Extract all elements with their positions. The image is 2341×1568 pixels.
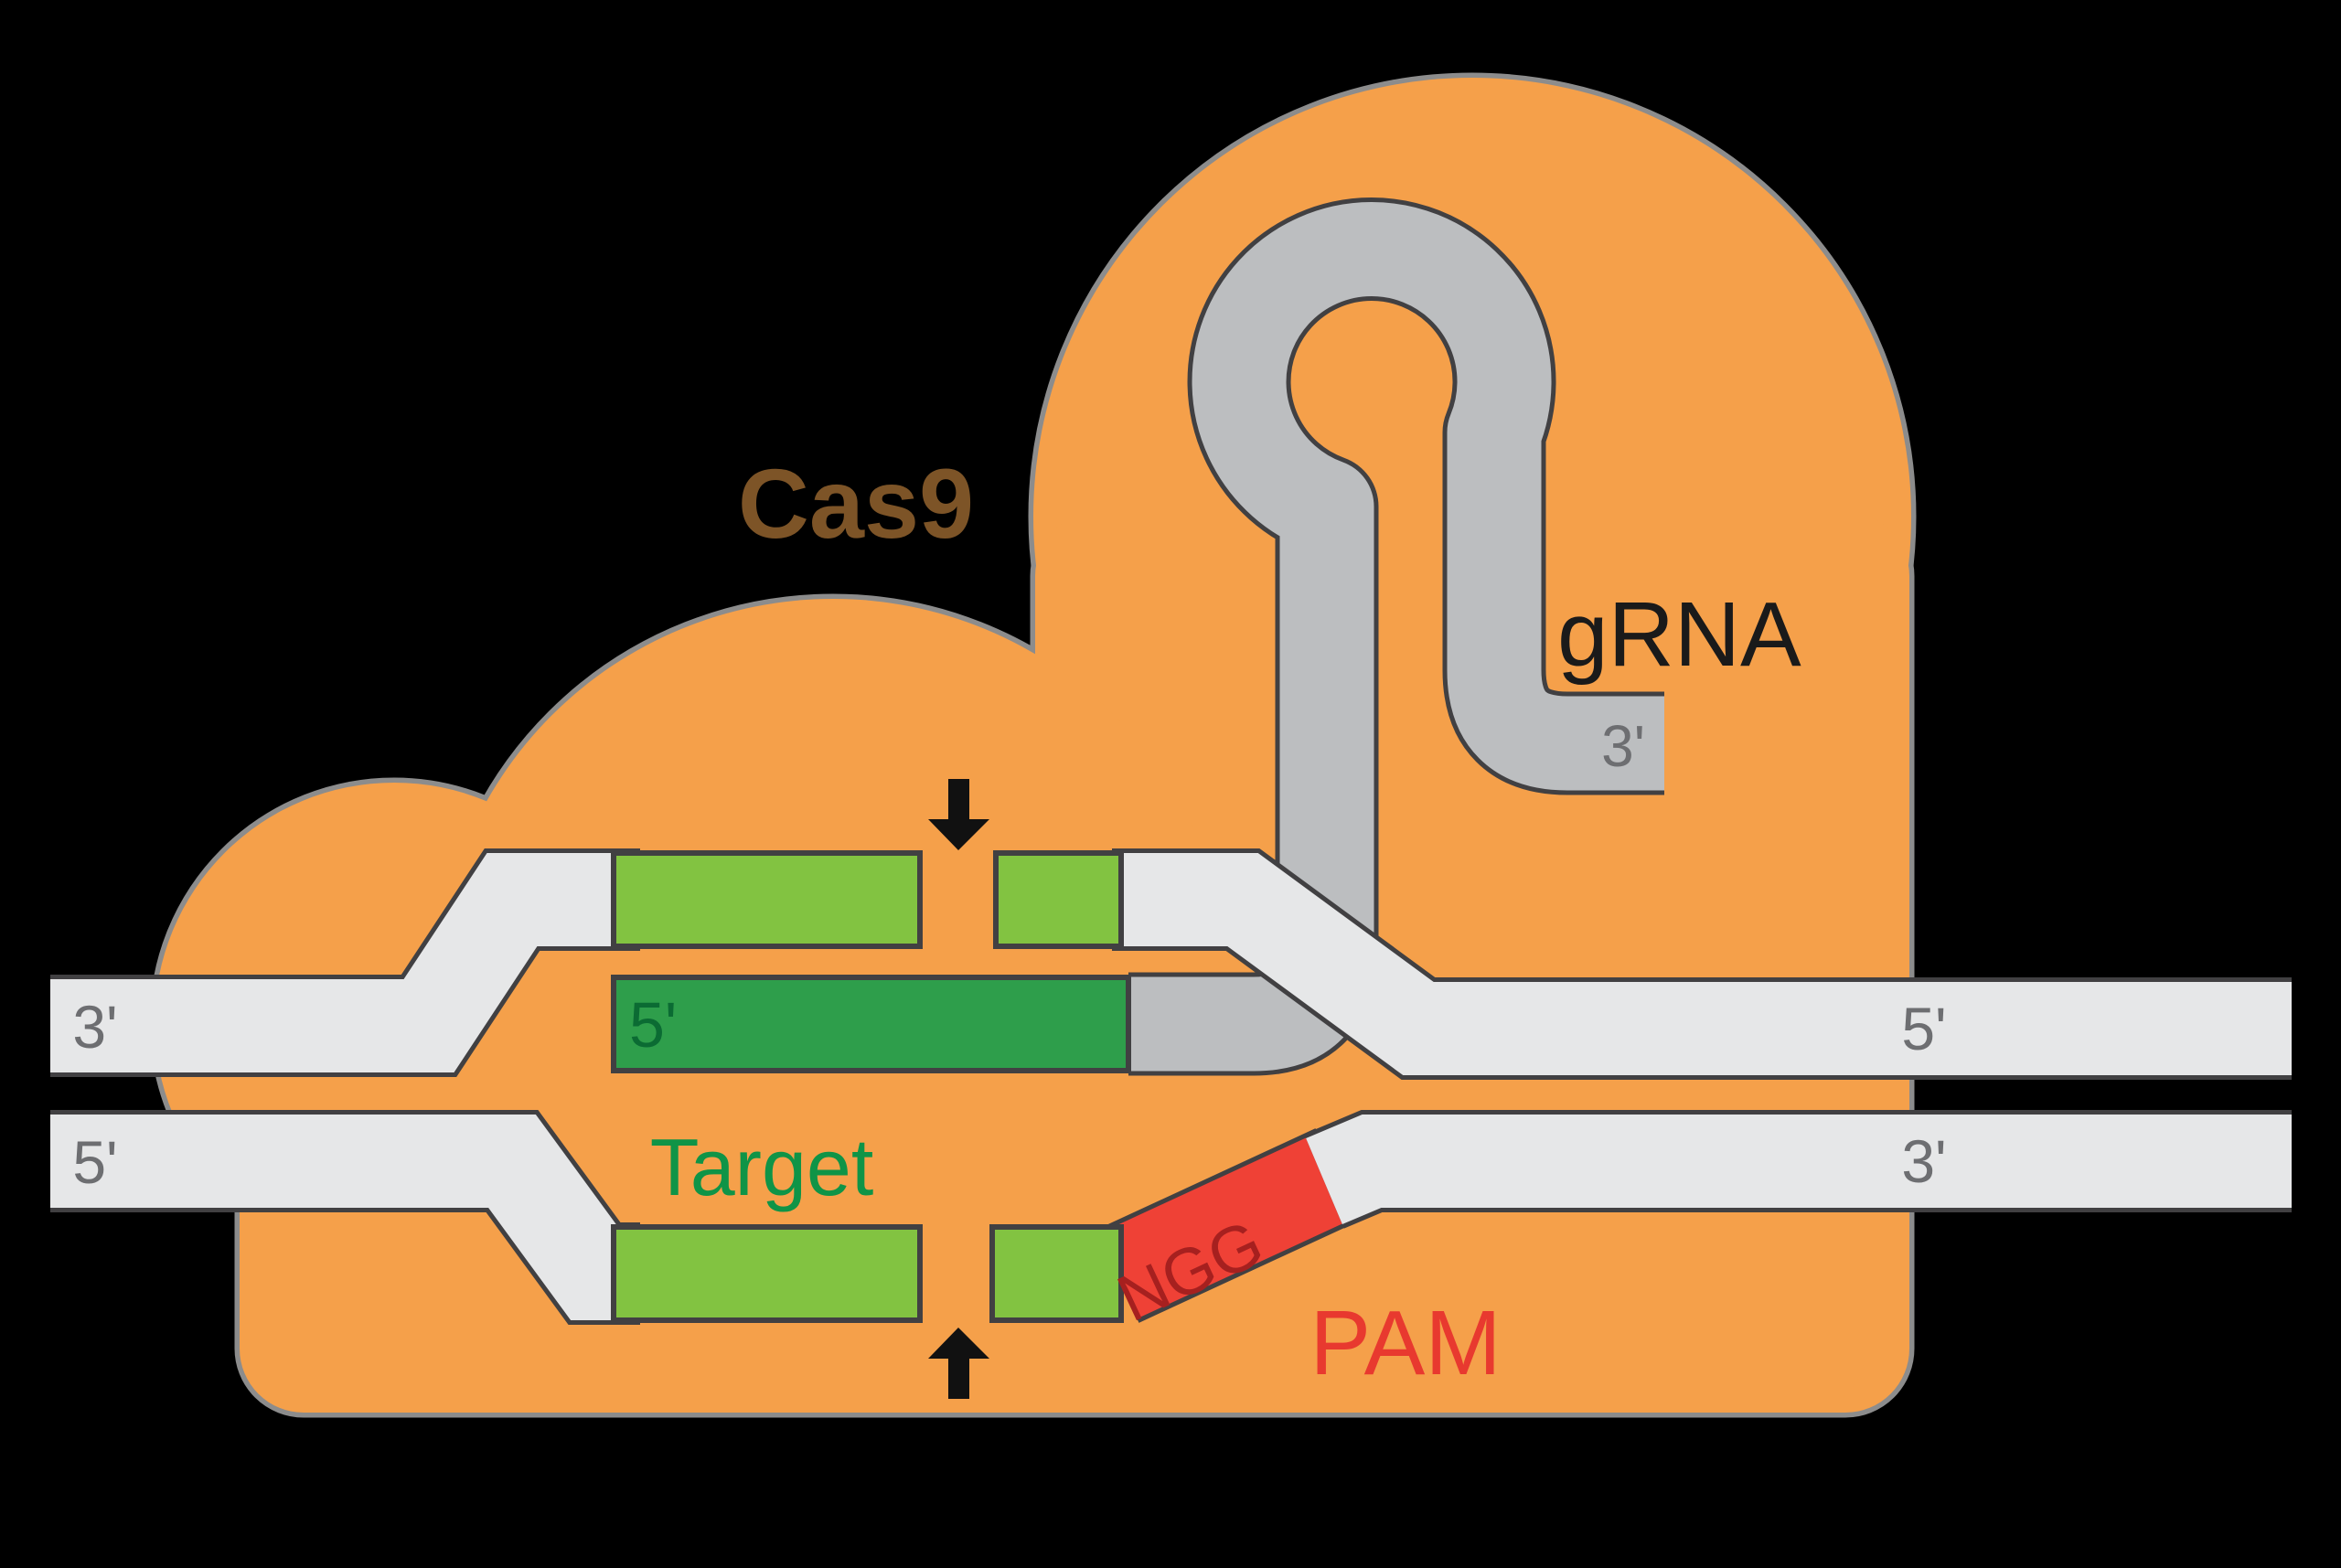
- protospacer-bottom-right-segment: [989, 1224, 1124, 1323]
- protospacer-bottom-left-segment: [611, 1224, 923, 1323]
- pam-label: PAM: [1309, 1292, 1501, 1394]
- cleavage-arrow-down-icon: [928, 779, 989, 850]
- protospacer-top-left-segment: [611, 850, 923, 949]
- spacer-five-prime-label: 5': [629, 989, 677, 1061]
- pam-site-segment: [1096, 1128, 1359, 1323]
- top-strand-left-end-label: 3': [72, 993, 117, 1061]
- dna-bottom-strand-right: [1304, 1110, 2292, 1229]
- grna-label: gRNA: [1557, 583, 1801, 686]
- grna-tube: [1128, 197, 1664, 1076]
- grna-three-prime-label: 3': [1601, 713, 1645, 779]
- dna-top-strand-right: [1112, 848, 2292, 1080]
- cas9-label: Cas9: [738, 448, 974, 559]
- bottom-strand-left-end-label: 5': [72, 1128, 117, 1196]
- target-label: Target: [650, 1122, 874, 1212]
- grna-hairpin-loop: [1128, 202, 1664, 1072]
- bottom-strand-right-end-label: 3': [1901, 1127, 1946, 1195]
- top-strand-right-end-label: 5': [1901, 995, 1946, 1062]
- grna-spacer-segment: [611, 975, 1131, 1073]
- cleavage-arrow-up-icon: [928, 1328, 989, 1399]
- dna-top-strand-left: [50, 848, 640, 1077]
- protospacer-top-right-segment: [993, 850, 1124, 949]
